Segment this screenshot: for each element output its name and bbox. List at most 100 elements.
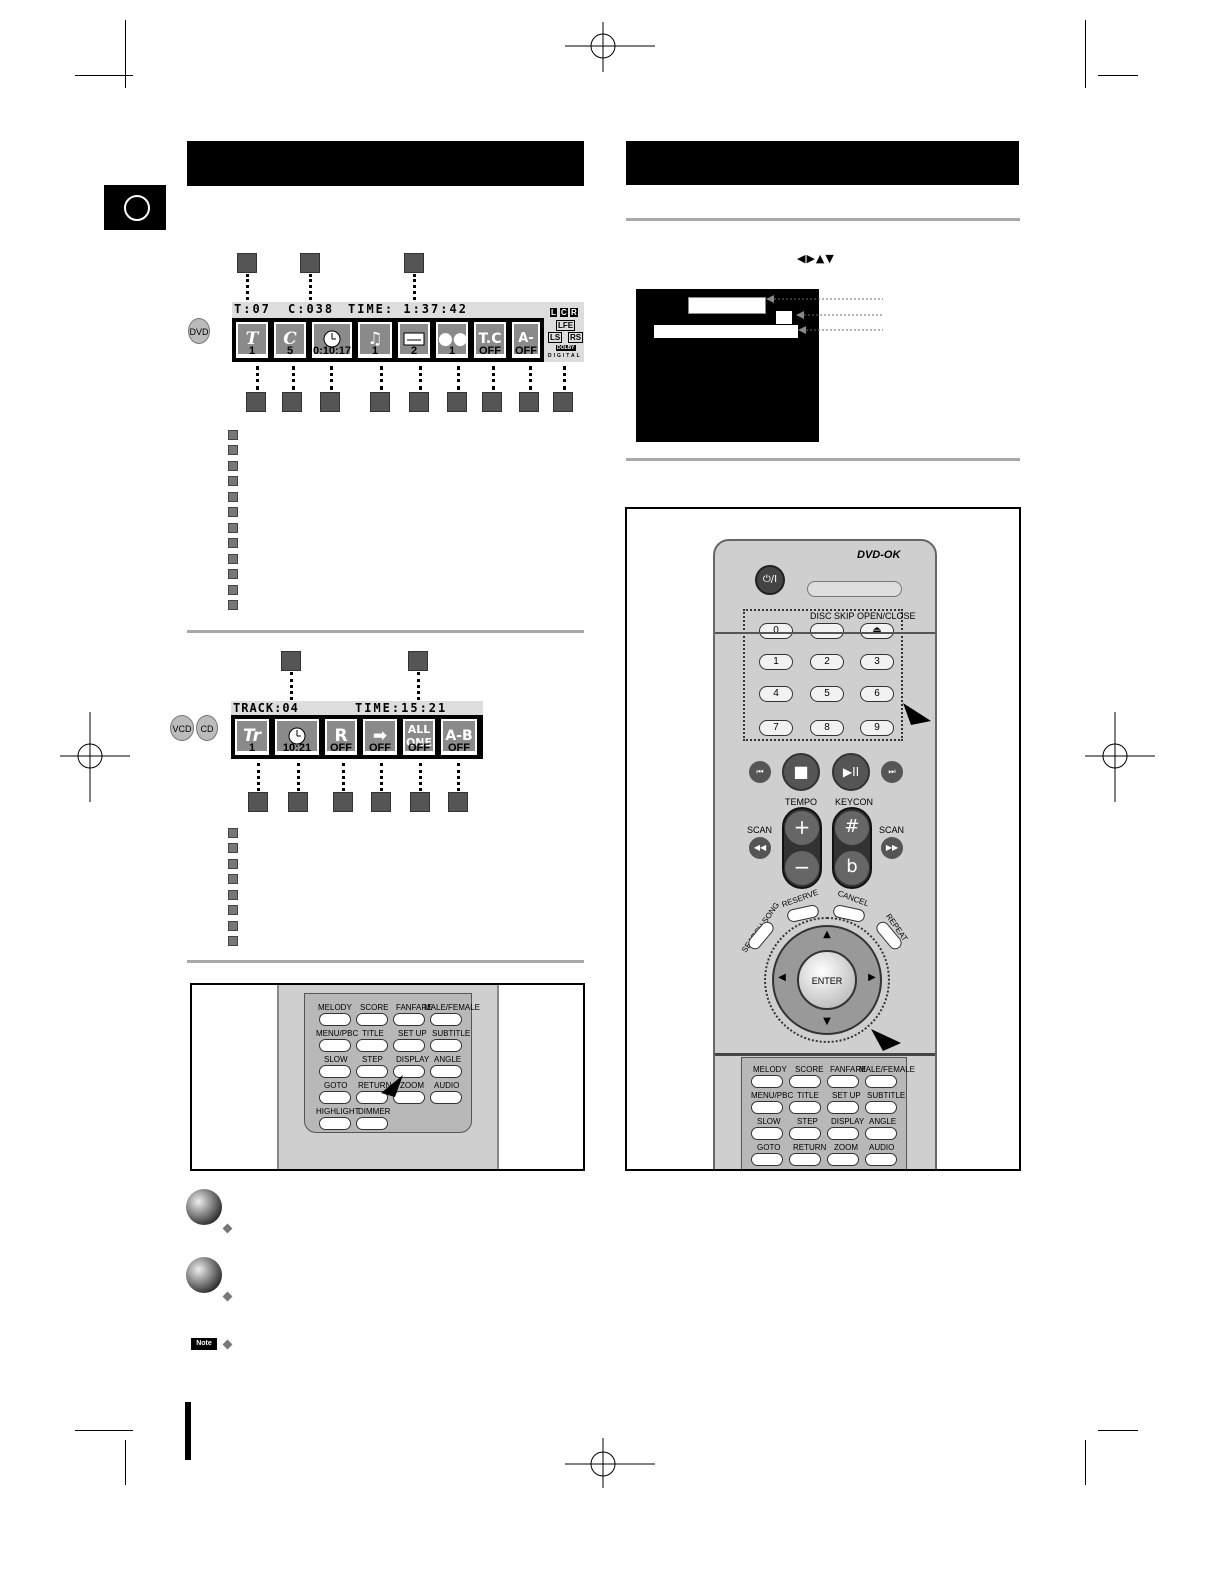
goto-button[interactable] bbox=[751, 1153, 783, 1166]
tc-icon: T.C bbox=[476, 324, 504, 354]
digit-8-button[interactable]: 8 bbox=[810, 720, 844, 736]
tempo-down-button[interactable]: − bbox=[785, 851, 819, 885]
nav-left-button[interactable]: ◀ bbox=[778, 972, 786, 983]
zoom-button[interactable] bbox=[827, 1153, 859, 1166]
channel-r: R bbox=[570, 308, 578, 317]
score-button[interactable] bbox=[789, 1075, 821, 1088]
callout-marker bbox=[320, 392, 340, 412]
return-button[interactable] bbox=[789, 1153, 821, 1166]
slow-button[interactable] bbox=[751, 1127, 783, 1140]
menu-pbc-button[interactable] bbox=[319, 1039, 351, 1052]
tempo-up-button[interactable]: + bbox=[785, 811, 819, 845]
fanfare-button[interactable] bbox=[393, 1013, 425, 1026]
digit-9-button[interactable]: 9 bbox=[860, 720, 894, 736]
legend-marker bbox=[228, 859, 238, 869]
pointer-arrow-icon bbox=[871, 1029, 901, 1051]
remote-label: TITLE bbox=[362, 1029, 384, 1038]
open-close-button[interactable]: ⏏ bbox=[860, 623, 894, 639]
digit-0-button[interactable]: 0 bbox=[759, 623, 793, 639]
title-button[interactable] bbox=[789, 1101, 821, 1114]
subtitle-button[interactable] bbox=[865, 1101, 897, 1114]
skip-forward-button[interactable]: ⏭ bbox=[881, 761, 903, 783]
display-button[interactable] bbox=[827, 1127, 859, 1140]
disc-skip-button[interactable] bbox=[810, 623, 844, 639]
vcd-osd-track: TRACK:04 bbox=[233, 701, 299, 715]
remote-label: SCORE bbox=[795, 1065, 824, 1074]
repeat-all-one-icon: ALL ONE bbox=[405, 721, 433, 751]
digit-group-outline bbox=[743, 609, 903, 741]
nav-down-button[interactable]: ▼ bbox=[823, 1016, 831, 1027]
legend-marker bbox=[228, 936, 238, 946]
osd-cell-value: 2 bbox=[410, 345, 418, 357]
audio-icon: ♫ bbox=[360, 324, 390, 354]
play-pause-button[interactable]: ▶II bbox=[832, 753, 870, 791]
subtitle-button[interactable] bbox=[430, 1039, 462, 1052]
scan-back-button[interactable]: ◀◀ bbox=[749, 837, 771, 859]
dimmer-button[interactable] bbox=[356, 1117, 388, 1130]
audio-button[interactable] bbox=[430, 1091, 462, 1104]
return-button[interactable] bbox=[356, 1091, 388, 1104]
enter-button[interactable]: ENTER bbox=[797, 950, 857, 1010]
scan-forward-button[interactable]: ▶▶ bbox=[881, 837, 903, 859]
menu-screen bbox=[636, 289, 819, 442]
panel-divider bbox=[715, 1053, 935, 1056]
digit-5-button[interactable]: 5 bbox=[810, 686, 844, 702]
vcd-disc-badge: VCD bbox=[170, 715, 194, 741]
menu-pbc-button[interactable] bbox=[751, 1101, 783, 1114]
osd-cell-program: ➡OFF bbox=[361, 717, 399, 757]
fanfare-button[interactable] bbox=[827, 1075, 859, 1088]
step-button[interactable] bbox=[356, 1065, 388, 1078]
leader-line bbox=[330, 366, 333, 390]
skip-back-button[interactable]: ⏮ bbox=[749, 761, 771, 783]
melody-button[interactable] bbox=[319, 1013, 351, 1026]
digit-7-button[interactable]: 7 bbox=[759, 720, 793, 736]
highlight-button[interactable] bbox=[319, 1117, 351, 1130]
remote-label: MENU/PBC bbox=[316, 1029, 359, 1038]
osd-cell-value: 1 bbox=[248, 742, 256, 754]
zoom-button[interactable] bbox=[393, 1091, 425, 1104]
audio-button[interactable] bbox=[865, 1153, 897, 1166]
digit-4-button[interactable]: 4 bbox=[759, 686, 793, 702]
leader-line bbox=[309, 274, 312, 300]
section-divider bbox=[187, 630, 584, 633]
crop-mark bbox=[1085, 1440, 1086, 1485]
score-button[interactable] bbox=[356, 1013, 388, 1026]
title-button[interactable] bbox=[356, 1039, 388, 1052]
key-sharp-button[interactable]: # bbox=[835, 811, 869, 845]
callout-marker bbox=[404, 253, 424, 273]
nav-right-button[interactable]: ▶ bbox=[868, 972, 876, 983]
eject-icon: ⏏ bbox=[872, 625, 882, 636]
nav-ring-outline bbox=[764, 917, 890, 1043]
setup-button[interactable] bbox=[827, 1101, 859, 1114]
dvd-osd-title-number: T:07 bbox=[234, 302, 271, 316]
callout-marker bbox=[553, 392, 573, 412]
goto-button[interactable] bbox=[319, 1091, 351, 1104]
leader-line bbox=[419, 366, 422, 390]
male-female-button[interactable] bbox=[430, 1013, 462, 1026]
setup-button[interactable] bbox=[393, 1039, 425, 1052]
step-button[interactable] bbox=[789, 1127, 821, 1140]
remote-label: ANGLE bbox=[869, 1117, 897, 1126]
leader-line bbox=[457, 366, 460, 390]
digit-2-button[interactable]: 2 bbox=[810, 654, 844, 670]
callout-marker bbox=[248, 792, 268, 812]
melody-button[interactable] bbox=[751, 1075, 783, 1088]
power-button[interactable]: ⏻/I bbox=[755, 565, 785, 595]
angle-button[interactable] bbox=[865, 1127, 897, 1140]
leader-line bbox=[257, 763, 260, 791]
stop-button[interactable]: ■ bbox=[782, 753, 820, 791]
slow-button[interactable] bbox=[319, 1065, 351, 1078]
digit-6-button[interactable]: 6 bbox=[860, 686, 894, 702]
angle-button[interactable] bbox=[430, 1065, 462, 1078]
digit-1-button[interactable]: 1 bbox=[759, 654, 793, 670]
key-flat-button[interactable]: b bbox=[835, 851, 869, 885]
male-female-button[interactable] bbox=[865, 1075, 897, 1088]
nav-up-button[interactable]: ▲ bbox=[823, 929, 831, 940]
display-button[interactable] bbox=[393, 1065, 425, 1078]
remote-label: GOTO bbox=[324, 1081, 348, 1090]
digit-3-button[interactable]: 3 bbox=[860, 654, 894, 670]
